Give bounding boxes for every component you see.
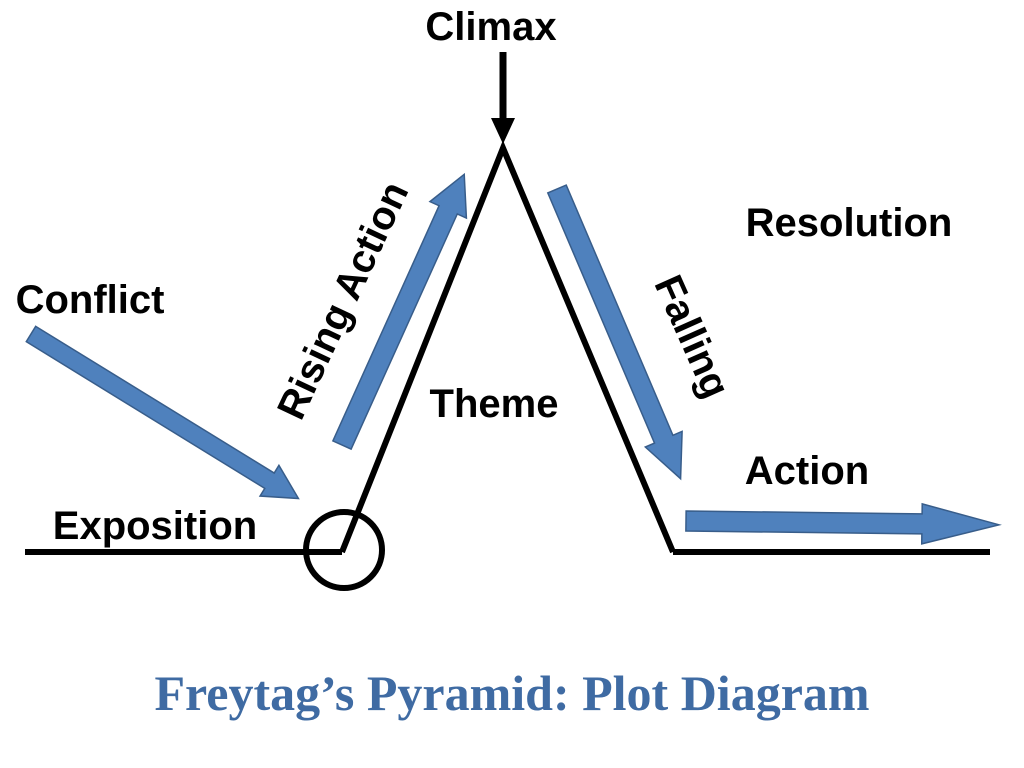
theme-label: Theme: [430, 382, 559, 426]
conflict-arrow: [25, 325, 300, 500]
falling-action-arrow: [546, 184, 683, 481]
down-arrow-icon: [491, 52, 515, 144]
action-label: Action: [745, 449, 869, 493]
climax-label: Climax: [425, 5, 556, 49]
resolution-arrow: [685, 502, 1002, 545]
page-title: Freytag’s Pyramid: Plot Diagram: [154, 665, 869, 721]
conflict-label: Conflict: [16, 278, 165, 322]
pyramid-outline: [339, 140, 676, 554]
falling-label: Falling: [646, 269, 739, 405]
rising-action-label: Rising Action: [269, 175, 417, 426]
rising-action-arrow: [331, 172, 468, 451]
circle-icon: [303, 509, 385, 591]
resolution-label: Resolution: [746, 201, 953, 245]
exposition-label: Exposition: [53, 504, 257, 548]
